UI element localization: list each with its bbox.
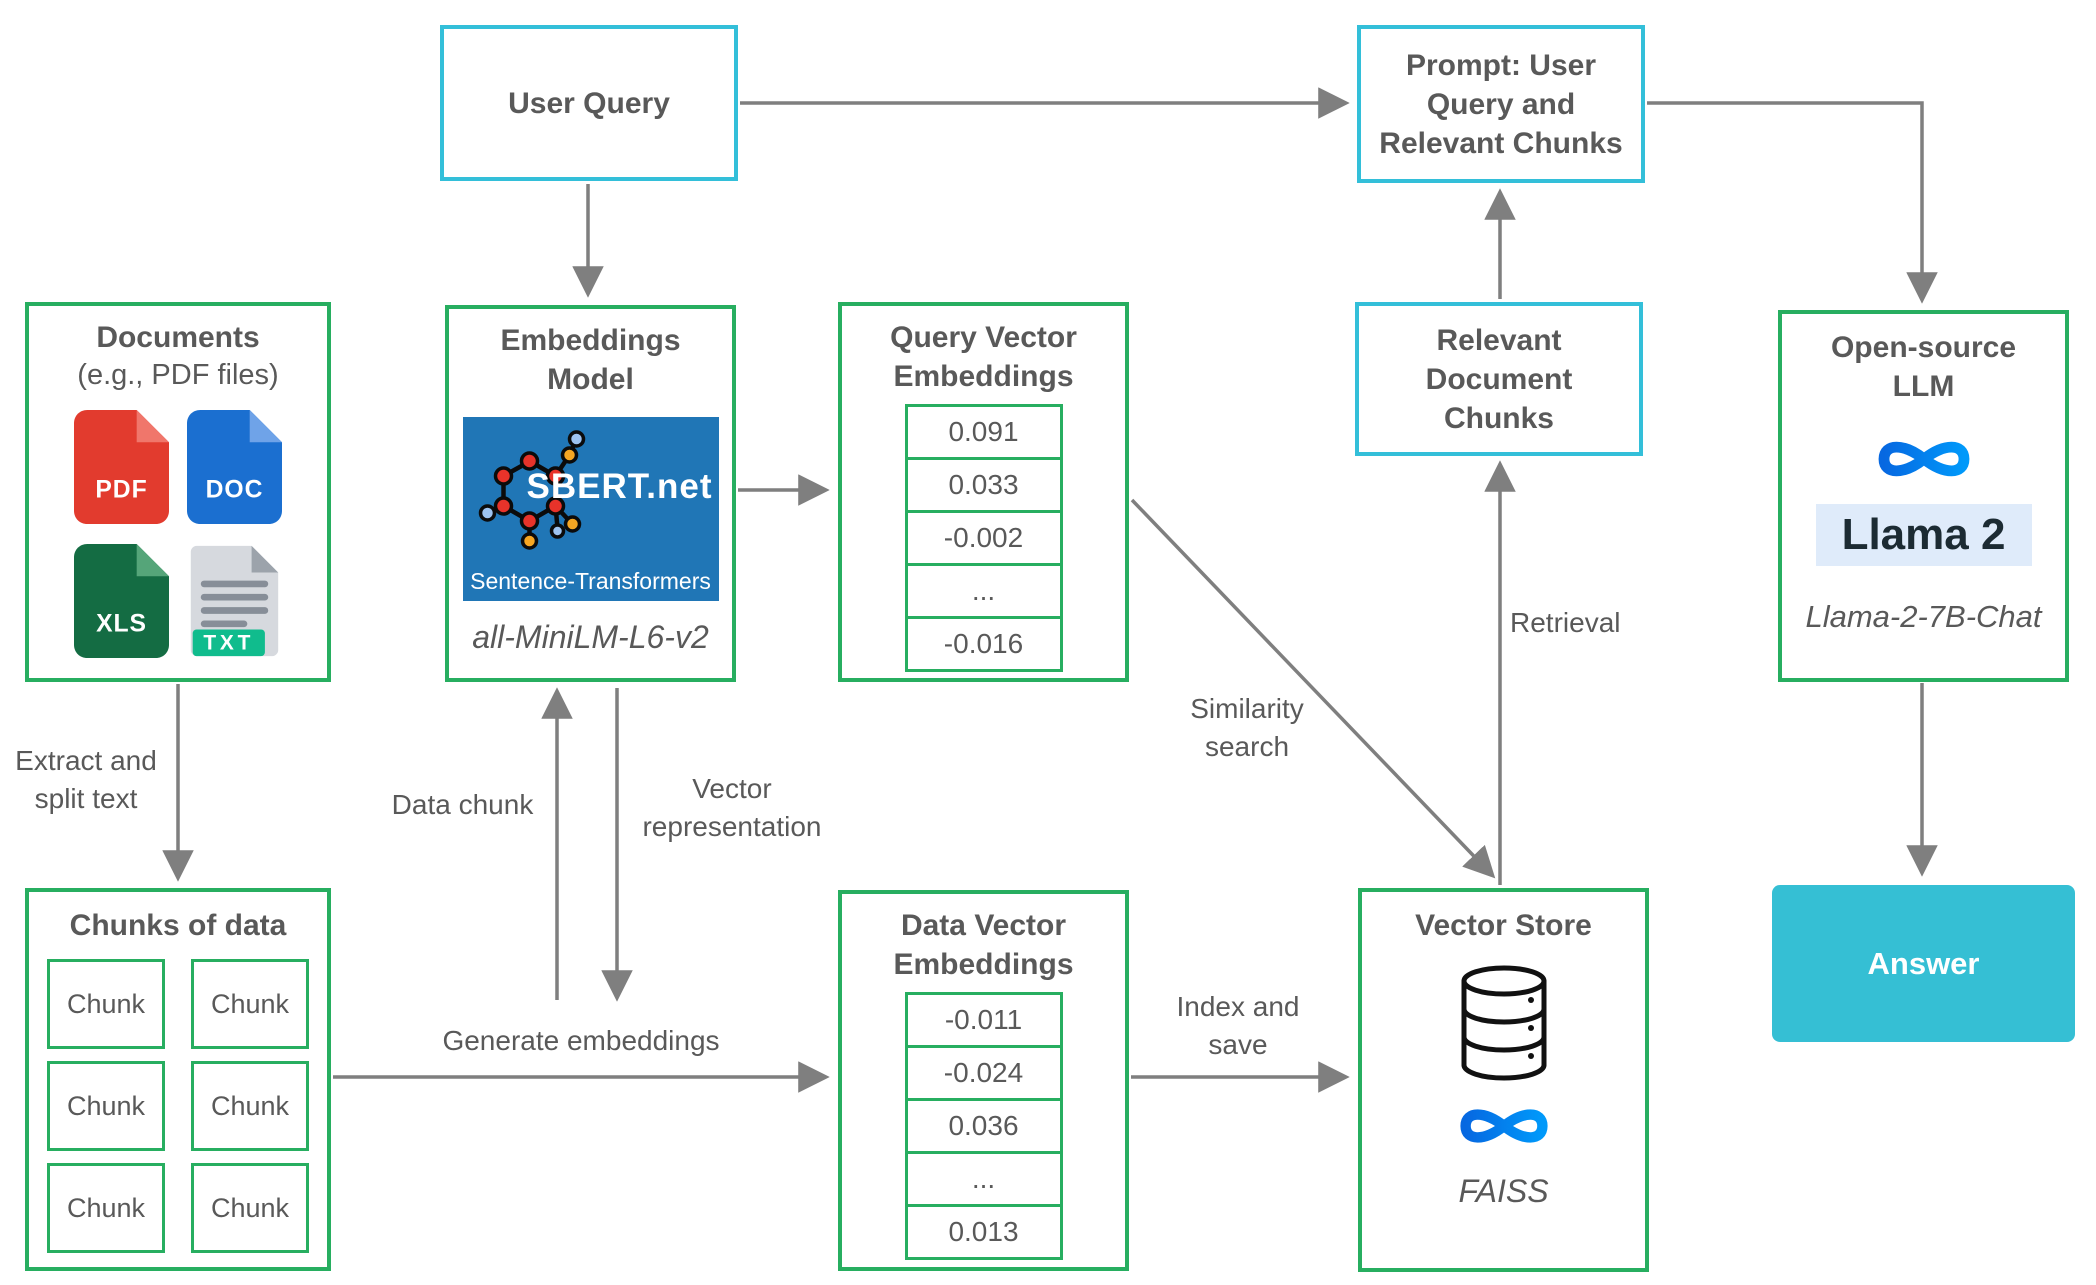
embeddings-model-box: Embeddings Model SBERT.net xyxy=(445,305,736,682)
svg-text:XLS: XLS xyxy=(96,611,147,638)
data-vector-embeddings-box: Data Vector Embeddings -0.011 -0.024 0.0… xyxy=(838,890,1129,1271)
llama2-badge: Llama 2 xyxy=(1815,504,2032,566)
generate-embeddings-label: Generate embeddings xyxy=(442,1025,720,1056)
meta-logo-icon xyxy=(1459,1109,1548,1143)
prompt-box: Prompt: User Query and Relevant Chunks xyxy=(1357,25,1645,183)
molecule-icon xyxy=(478,430,585,550)
chunk-cell: Chunk xyxy=(191,959,309,1049)
vector-store-box: Vector Store FAISS xyxy=(1358,888,1649,1272)
sbert-net-label: SBERT.net xyxy=(526,467,713,506)
query-vector-embeddings-box: Query Vector Embeddings 0.091 0.033 -0.0… xyxy=(838,302,1129,682)
documents-box: Documents (e.g., PDF files) PDF DOC XLS xyxy=(25,302,331,682)
vector-value: -0.002 xyxy=(904,510,1063,566)
sentence-transformers-label: Sentence-Transformers xyxy=(470,568,711,594)
arrow-query-vector-to-vector-store-similarity xyxy=(1130,498,1496,879)
sbert-logo: SBERT.net Sentence-Transformers xyxy=(462,417,719,601)
meta-logo-icon xyxy=(1878,441,1969,477)
file-icons-grid: PDF DOC XLS TXT xyxy=(74,407,282,661)
data-vector-title: Data Vector Embeddings xyxy=(893,909,1074,981)
data-vector-cells: -0.011 -0.024 0.036 ... 0.013 xyxy=(904,992,1063,1260)
vector-value: -0.024 xyxy=(904,1045,1063,1101)
documents-subtitle: (e.g., PDF files) xyxy=(77,359,279,391)
data-chunk-label: Data chunk xyxy=(391,789,534,820)
answer-title: Answer xyxy=(1867,945,1980,981)
chunk-cell: Chunk xyxy=(47,1163,165,1253)
faiss-label: FAISS xyxy=(1458,1173,1549,1209)
vector-representation-label: Vector representation xyxy=(642,773,822,842)
query-vector-cells: 0.091 0.033 -0.002 ... -0.016 xyxy=(904,404,1063,672)
svg-text:DOC: DOC xyxy=(206,477,264,504)
vector-value: 0.033 xyxy=(904,457,1063,513)
vector-store-title: Vector Store xyxy=(1415,909,1592,942)
extract-split-label: Extract and split text xyxy=(15,745,157,814)
embeddings-model-title: Embeddings Model xyxy=(500,324,681,396)
vector-value: ... xyxy=(904,563,1063,619)
chunk-cell: Chunk xyxy=(47,959,165,1049)
llm-title: Open-source LLM xyxy=(1830,331,2017,403)
query-vector-title: Query Vector Embeddings xyxy=(890,321,1077,393)
svg-text:TXT: TXT xyxy=(203,632,254,655)
chunk-cell: Chunk xyxy=(191,1163,309,1253)
user-query-box: User Query xyxy=(440,25,738,181)
prompt-title: Prompt: User Query and Relevant Chunks xyxy=(1379,48,1623,160)
chunk-grid: Chunk Chunk Chunk Chunk Chunk Chunk xyxy=(47,959,309,1253)
doc-file-icon: DOC xyxy=(187,410,282,525)
chunk-cell: Chunk xyxy=(47,1061,165,1151)
database-icon xyxy=(1461,965,1546,1081)
vector-value: -0.016 xyxy=(904,616,1063,672)
similarity-search-label: Similarity search xyxy=(1190,693,1304,762)
chunk-cell: Chunk xyxy=(191,1061,309,1151)
pdf-file-icon: PDF xyxy=(74,410,169,525)
open-source-llm-box: Open-source LLM Llama 2 Llama-2-7B-Chat xyxy=(1778,310,2069,682)
index-save-label: Index and save xyxy=(1176,991,1300,1060)
txt-file-icon: TXT xyxy=(190,546,279,657)
vector-value: -0.011 xyxy=(904,992,1063,1048)
arrow-prompt-to-llm xyxy=(1647,101,1938,304)
vector-value: 0.036 xyxy=(904,1098,1063,1154)
relevant-chunks-title: Relevant Document Chunks xyxy=(1425,323,1573,435)
vector-value: ... xyxy=(904,1151,1063,1207)
relevant-document-chunks-box: Relevant Document Chunks xyxy=(1355,302,1643,456)
vector-value: 0.091 xyxy=(904,404,1063,460)
chunks-title: Chunks of data xyxy=(69,909,287,942)
retrieval-label: Retrieval xyxy=(1510,607,1621,638)
user-query-title: User Query xyxy=(508,86,670,120)
chunks-of-data-box: Chunks of data Chunk Chunk Chunk Chunk C… xyxy=(25,888,331,1271)
svg-text:PDF: PDF xyxy=(95,477,147,504)
vector-value: 0.013 xyxy=(904,1204,1063,1260)
documents-title: Documents xyxy=(96,321,260,354)
llm-model-name: Llama-2-7B-Chat xyxy=(1805,599,2042,634)
answer-box: Answer xyxy=(1772,885,2075,1042)
xls-file-icon: XLS xyxy=(74,544,169,659)
embeddings-model-name: all-MiniLM-L6-v2 xyxy=(472,619,709,655)
